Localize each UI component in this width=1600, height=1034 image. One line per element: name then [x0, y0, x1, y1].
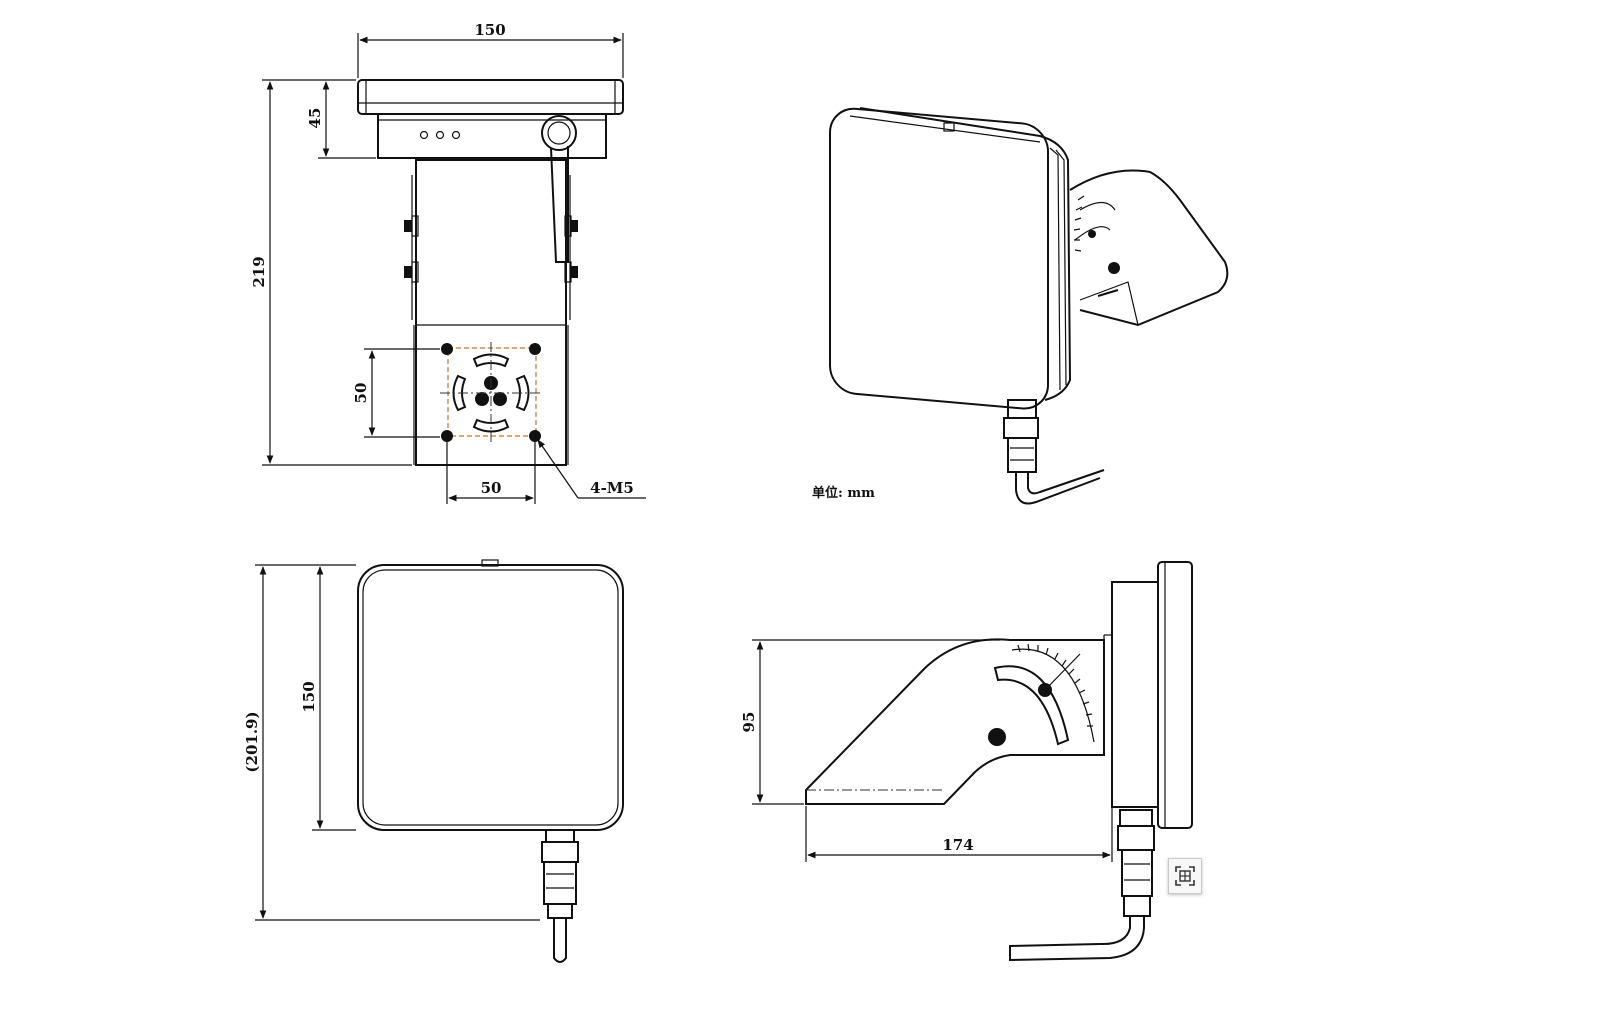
dim-top-height: 45 — [306, 108, 324, 129]
dim-top-width: 150 — [474, 21, 505, 39]
top-view: 150 45 219 50 50 4-M5 — [250, 21, 646, 504]
dim-hole-horizontal: 50 — [481, 479, 502, 497]
side-view: 95 174 — [740, 561, 1193, 962]
unit-label: 单位: mm — [812, 485, 875, 501]
expand-image-button[interactable] — [1168, 858, 1202, 894]
isometric-view: 单位: mm — [812, 107, 1229, 505]
dim-side-length: 174 — [942, 836, 973, 854]
expand-image-icon — [1175, 866, 1195, 886]
dim-side-height: 95 — [740, 712, 758, 733]
front-view: 150 (201.9) — [243, 559, 624, 963]
hole-callout: 4-M5 — [590, 479, 634, 497]
dim-front-total: (201.9) — [243, 711, 261, 772]
dim-front-height: 150 — [300, 681, 318, 712]
dim-hole-vertical: 50 — [352, 383, 370, 404]
dim-total-height: 219 — [250, 256, 268, 287]
